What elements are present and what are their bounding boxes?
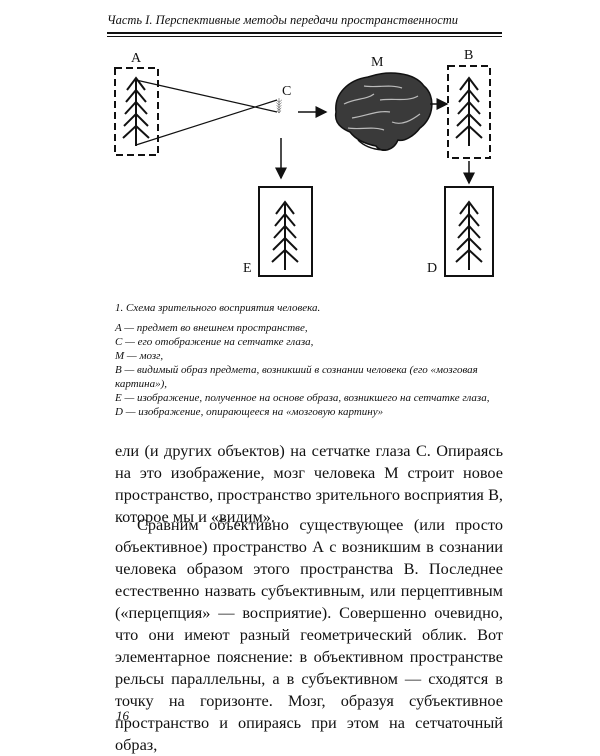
caption-item: A — предмет во внешнем пространстве, xyxy=(115,322,308,334)
caption-title: 1. Схема зрительного восприятия человека… xyxy=(115,302,321,314)
label-d: D xyxy=(427,261,438,276)
projection-ray-top xyxy=(135,79,278,113)
brain-icon xyxy=(334,72,433,151)
image-e-box xyxy=(258,186,313,277)
header-rule-thin xyxy=(107,36,502,37)
caption-item: B — видимый образ предмета, возникший в … xyxy=(115,364,478,390)
page-number: 16 xyxy=(116,708,129,723)
image-d-box xyxy=(444,186,494,277)
label-a: A xyxy=(131,51,142,66)
body-paragraph-1: ели (и других объектов) на сетчатке глаз… xyxy=(115,440,503,528)
label-m: M xyxy=(371,55,384,70)
object-a-box xyxy=(114,67,159,156)
perception-diagram xyxy=(114,65,494,277)
figure-caption: 1. Схема зрительного восприятия человека… xyxy=(115,301,495,419)
caption-item: M — мозг, xyxy=(115,350,164,362)
paragraph-text: Сравним объективно существующее (или про… xyxy=(115,515,503,754)
caption-item: C — его отображение на сетчатке глаза, xyxy=(115,336,314,348)
paragraph-text: ели (и других объектов) на сетчатке глаз… xyxy=(115,441,503,526)
label-e: E xyxy=(243,261,252,276)
body-paragraph-2: Сравним объективно существующее (или про… xyxy=(115,514,503,756)
running-header: Часть I. Перспективные методы передачи п… xyxy=(107,13,459,27)
mental-image-b-box xyxy=(447,65,491,159)
header-rule xyxy=(107,32,502,34)
label-c: C xyxy=(282,84,292,99)
projection-ray-bottom xyxy=(135,99,278,146)
label-b: B xyxy=(464,48,474,63)
caption-item: D — изображение, опирающееся на «мозгову… xyxy=(115,406,384,418)
caption-item: E — изображение, полученное на основе об… xyxy=(115,392,490,404)
